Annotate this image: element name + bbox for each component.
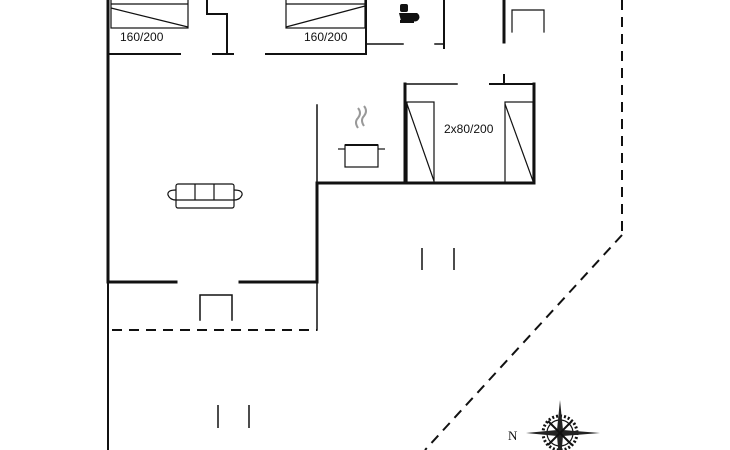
toilet-icon (399, 4, 420, 23)
step-markers (217, 248, 455, 428)
sofa-icon (167, 183, 243, 209)
beds (110, 0, 534, 184)
walls (106, 0, 545, 450)
cooking-pot-icon (338, 105, 385, 168)
compass-north-label: N (508, 428, 518, 443)
dashed-boundaries (112, 0, 623, 450)
bed-size-label: 160/200 (120, 30, 164, 44)
bunk-bed-size-label: 2x80/200 (444, 122, 494, 136)
compass-rose-icon (526, 400, 600, 450)
bed-size-label: 160/200 (304, 30, 348, 44)
